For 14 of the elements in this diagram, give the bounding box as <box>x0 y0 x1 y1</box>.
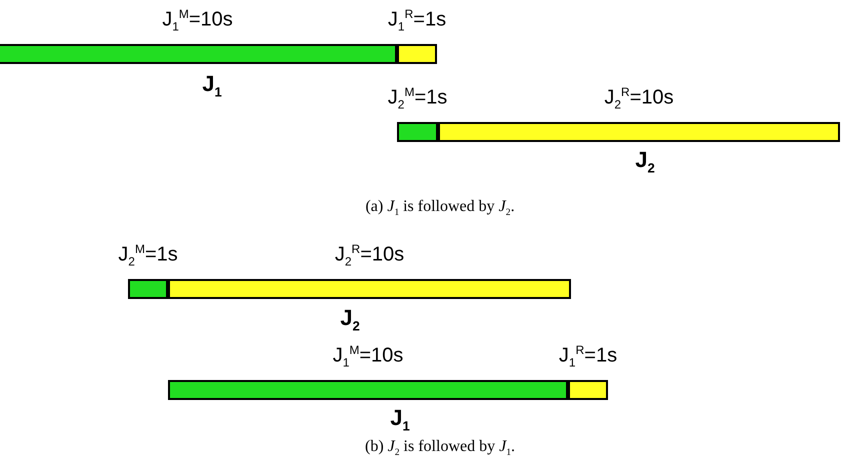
caption: (a) J$_{1}$ is followed by J$_{2}$. <box>365 198 515 220</box>
caption: (b) J$_{2}$ is followed by J$_{1}$. <box>365 438 515 460</box>
duration-label: J$_{1}$$^{R}$=1s <box>388 6 446 36</box>
duration-label: J$_{2}$$^{R}$=10s <box>334 241 404 271</box>
bar-label: J$_{2}$ <box>340 306 360 336</box>
bar-label: J$_{1}$ <box>202 72 222 102</box>
bar-label: J$_{1}$ <box>390 406 410 436</box>
duration-label: J$_{2}$$^{M}$=1s <box>388 84 448 114</box>
duration-label: J$_{1}$$^{M}$=10s <box>162 6 233 36</box>
duration-label: J$_{1}$$^{R}$=1s <box>558 342 618 372</box>
bar-label: J$_{2}$ <box>635 148 655 178</box>
duration-label: J$_{2}$$^{R}$=10s <box>604 84 674 114</box>
duration-label: J$_{1}$$^{M}$=10s <box>332 342 404 372</box>
duration-label: J$_{2}$$^{M}$=1s <box>118 241 178 271</box>
